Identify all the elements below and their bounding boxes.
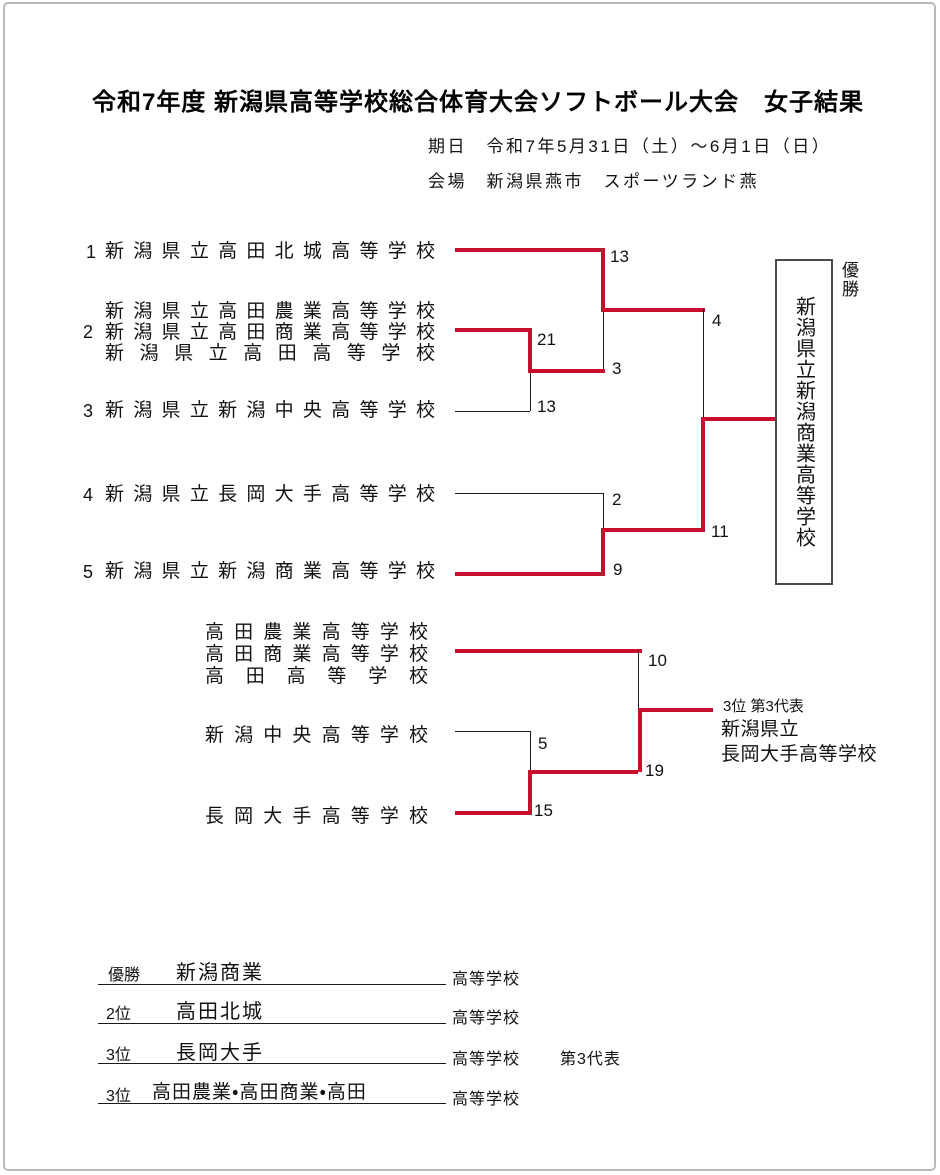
seed-1: 1 <box>86 242 97 262</box>
connector-semi1-winner <box>601 248 605 312</box>
third-place-label: 3位 第3代表 <box>723 698 804 715</box>
seed-3: 3 <box>83 401 94 421</box>
third-place-name-line2: 長岡大手高等学校 <box>721 744 878 765</box>
cons-team-takada-nogyo: 高田農業高等学校 <box>205 622 428 643</box>
team-name-takada-shogyo: 新潟県立高田商業高等学校 <box>105 322 435 343</box>
team-name-niigata-chuo: 新潟県立新潟中央高等学校 <box>105 400 435 421</box>
connector-cons-semi-winner <box>528 770 532 813</box>
line-team5 <box>455 572 605 576</box>
team-name-takada: 新潟県立高田高等学校 <box>105 343 435 364</box>
cons-team-group: 高田農業高等学校 高田商業高等学校 高田高等学校 <box>205 622 428 688</box>
line-final-top <box>601 308 705 312</box>
result-suffix: 高等学校 <box>452 1051 521 1068</box>
line-team4 <box>455 493 603 494</box>
score-qf-top: 21 <box>537 330 556 349</box>
result-name: 新潟商業 <box>176 962 264 984</box>
seed-5: 5 <box>83 562 94 582</box>
connector-qf-loser <box>530 373 531 411</box>
champion-box: 新潟県立新潟商業高等学校 <box>775 259 833 585</box>
result-underline <box>98 1063 446 1064</box>
cons-team-takada-shogyo: 高田商業高等学校 <box>205 644 428 665</box>
team-name-takada-group: 新潟県立高田農業高等学校 新潟県立高田商業高等学校 新潟県立高田高等学校 <box>105 301 435 364</box>
line-cons-group <box>455 649 642 653</box>
line-qf-winner <box>528 369 605 373</box>
line-final-bottom <box>601 528 705 532</box>
cons-team-nagaoka-ote: 長岡大手高等学校 <box>205 806 428 827</box>
result-name: 高田北城 <box>176 1001 264 1023</box>
result-underline <box>98 1103 446 1104</box>
line-cons-teamb <box>455 731 530 732</box>
line-champion <box>701 417 775 421</box>
result-suffix: 高等学校 <box>452 971 521 988</box>
score-semi2-top: 2 <box>612 490 622 509</box>
line-third-place <box>638 708 713 712</box>
connector-semi2-loser <box>603 493 604 529</box>
connector-final-winner <box>701 417 705 532</box>
score-final-top: 4 <box>712 311 722 330</box>
line-cons-teamc <box>455 811 532 815</box>
seed-4: 4 <box>83 485 94 505</box>
result-name: 高田農業・高田商業・高田 <box>152 1082 367 1103</box>
line-team1 <box>455 248 605 252</box>
event-date: 期日 令和7年5月31日（土）～6月1日（日） <box>428 137 832 156</box>
champion-name: 新潟県立新潟商業高等学校 <box>792 296 815 548</box>
result-note: 第3代表 <box>560 1051 621 1068</box>
connector-cons-final-loser <box>638 651 639 710</box>
tournament-title: 令和7年度 新潟県高等学校総合体育大会ソフトボール大会 女子結果 <box>91 89 864 116</box>
score-cons-final-bottom: 19 <box>645 761 664 780</box>
team-name-takada-kitashiro: 新潟県立高田北城高等学校 <box>105 241 435 262</box>
score-semi2-bottom: 9 <box>613 560 623 579</box>
team-name-niigata-shogyo: 新潟県立新潟商業高等学校 <box>105 561 435 582</box>
line-team3 <box>455 411 530 412</box>
result-rank: 優勝 <box>108 967 141 984</box>
line-cons-winner <box>528 770 638 774</box>
result-rank: 2位 <box>106 1006 131 1023</box>
line-team2 <box>455 328 532 332</box>
result-suffix: 高等学校 <box>452 1091 521 1108</box>
team-name-nagaoka-ote: 新潟県立長岡大手高等学校 <box>105 484 435 505</box>
result-suffix: 高等学校 <box>452 1010 521 1027</box>
connector-final-loser <box>703 310 704 419</box>
score-cons-final-top: 10 <box>648 651 667 670</box>
result-rank: 3位 <box>106 1088 131 1105</box>
team-name-takada-nogyo: 新潟県立高田農業高等学校 <box>105 301 435 322</box>
score-qf-bottom: 13 <box>537 397 556 416</box>
seed-2: 2 <box>83 322 94 342</box>
champion-label: 優勝 <box>839 261 858 299</box>
connector-qf-winner <box>528 328 532 373</box>
score-semi1-bottom: 3 <box>612 359 622 378</box>
event-venue: 会場 新潟県燕市 スポーツランド燕 <box>428 172 760 191</box>
score-semi1-top: 13 <box>610 247 629 266</box>
third-place-name-line1: 新潟県立 <box>721 719 800 740</box>
result-rank: 3位 <box>106 1047 131 1064</box>
connector-cons-final-winner <box>638 708 642 772</box>
cons-team-takada: 高田高等学校 <box>205 666 428 687</box>
connector-cons-semi-loser <box>530 731 531 771</box>
result-underline <box>98 1023 446 1024</box>
cons-team-niigata-chuo: 新潟中央高等学校 <box>205 725 428 746</box>
connector-semi2-winner <box>601 528 605 574</box>
score-final-bottom: 11 <box>711 522 729 541</box>
result-underline <box>98 984 446 985</box>
score-cons-semi-bottom: 15 <box>534 801 553 820</box>
result-name: 長岡大手 <box>176 1042 264 1064</box>
connector-semi1-loser <box>603 312 604 370</box>
score-cons-semi-top: 5 <box>538 734 548 753</box>
